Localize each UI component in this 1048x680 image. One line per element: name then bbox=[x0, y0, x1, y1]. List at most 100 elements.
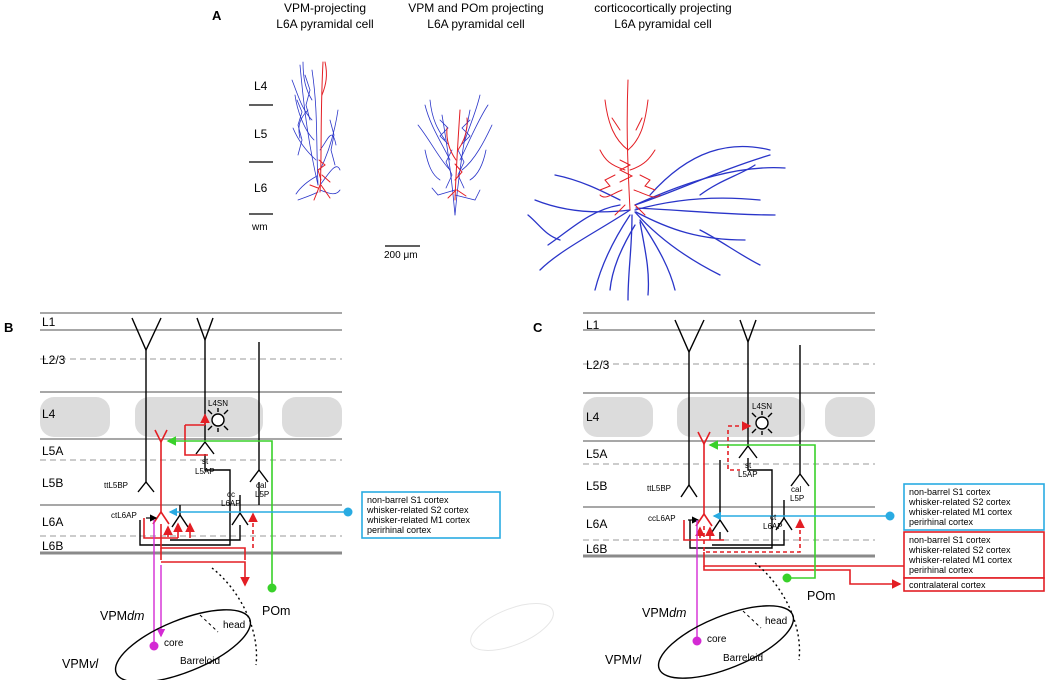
cortex-output-line: whisker-related S2 cortex bbox=[908, 545, 1011, 555]
barrel bbox=[135, 397, 263, 437]
barrel bbox=[583, 397, 653, 437]
ccl6ap-neuron bbox=[683, 421, 945, 589]
vpmvl-label: VPMvl bbox=[62, 657, 99, 671]
layer-label-l4: L4 bbox=[254, 79, 268, 93]
layer-label-l1: L1 bbox=[42, 315, 56, 329]
pom-label: POm bbox=[262, 604, 290, 618]
st-label: st bbox=[745, 461, 752, 470]
cortex-box-line: whisker-related S2 cortex bbox=[908, 497, 1011, 507]
l5ap-label: L5AP bbox=[738, 470, 758, 479]
cal-label: cal bbox=[791, 485, 801, 494]
contralateral-box bbox=[903, 577, 1045, 592]
panel-b-letter: B bbox=[4, 320, 13, 335]
layer-label-l6b: L6B bbox=[586, 542, 607, 556]
cell3-title-line2: L6A pyramidal cell bbox=[614, 17, 711, 31]
cortex-output-box bbox=[903, 531, 1045, 579]
layer-label-l6: L6 bbox=[254, 181, 268, 195]
barreloid-ellipse bbox=[657, 605, 795, 679]
vpm-core-dot bbox=[692, 636, 702, 646]
barrel bbox=[677, 397, 805, 437]
cc-label: cc bbox=[227, 490, 235, 499]
scale-bar-label: 200 μm bbox=[384, 250, 418, 261]
l4sn-neuron bbox=[751, 411, 773, 435]
cortex-output-line: non-barrel S1 cortex bbox=[909, 535, 991, 545]
ctl6ap-neuron bbox=[143, 413, 258, 587]
pom-dot bbox=[782, 573, 792, 583]
cell2-title-line1: VPM and POm projecting bbox=[408, 1, 543, 15]
layer-label-l5a: L5A bbox=[586, 447, 607, 461]
layer-label-l23: L2/3 bbox=[42, 353, 66, 367]
l4sn-neuron bbox=[207, 408, 229, 432]
barreloid-label: Barreloid bbox=[180, 656, 220, 667]
layer-label-l1: L1 bbox=[586, 318, 600, 332]
layer-label-l5b: L5B bbox=[42, 476, 63, 490]
cortex-box-line: whisker-related S2 cortex bbox=[366, 505, 469, 515]
cortex-box-line: whisker-related M1 cortex bbox=[908, 507, 1013, 517]
cortex-box-line: perirhinal cortex bbox=[909, 517, 974, 527]
panel-a-letter: A bbox=[212, 8, 222, 23]
layer-label-l6a: L6A bbox=[42, 515, 63, 529]
barreloid-divider bbox=[742, 610, 762, 629]
vpm-projection bbox=[153, 520, 166, 646]
contralateral-label: contralateral cortex bbox=[909, 580, 986, 590]
barreloid-label: Barreloid bbox=[723, 653, 763, 664]
barreloid-ellipse bbox=[114, 609, 252, 680]
layer-label-l5a: L5A bbox=[42, 444, 63, 458]
faint-ellipse bbox=[470, 603, 554, 651]
head-label: head bbox=[223, 620, 245, 631]
cortex-box-line: perirhinal cortex bbox=[367, 525, 432, 535]
layer-label-l4: L4 bbox=[586, 410, 600, 424]
vpmdm-label: VPMdm bbox=[642, 606, 686, 620]
l6ap-label: L6AP bbox=[221, 499, 241, 508]
cortex-box-line: whisker-related M1 cortex bbox=[366, 515, 471, 525]
ct-label: ct bbox=[770, 513, 777, 522]
vpmdm-label: VPMdm bbox=[100, 609, 144, 623]
l5p-label: L5P bbox=[790, 494, 804, 503]
pom-projection bbox=[166, 436, 273, 588]
st-label: st bbox=[202, 457, 209, 466]
neuron-vpm-projecting bbox=[291, 61, 341, 201]
cortex-box-line: non-barrel S1 cortex bbox=[909, 487, 991, 497]
cortex-output-line: whisker-related M1 cortex bbox=[908, 555, 1013, 565]
neuron-vpm-pom-projecting bbox=[417, 94, 493, 216]
ttl5bp-label: ttL5BP bbox=[647, 484, 671, 493]
panel-a: A VPM-projecting L6A pyramidal cell VPM … bbox=[212, 1, 786, 301]
cortical-input-dot bbox=[885, 511, 895, 521]
core-label: core bbox=[164, 638, 184, 649]
core-label: core bbox=[707, 634, 727, 645]
layer-label-wm: wm bbox=[251, 222, 268, 233]
cell1-title-line1: VPM-projecting bbox=[284, 1, 366, 15]
ttl5bp-label: ttL5BP bbox=[104, 481, 128, 490]
cortex-box bbox=[361, 491, 501, 539]
vpm-core-dot bbox=[149, 641, 159, 651]
l6ap-label: L6AP bbox=[763, 522, 783, 531]
ctl6ap-label: ctL6AP bbox=[111, 511, 137, 520]
head-label: head bbox=[765, 616, 787, 627]
layer-label-l5b: L5B bbox=[586, 479, 607, 493]
layer-label-l4: L4 bbox=[42, 407, 56, 421]
pom-projection bbox=[708, 440, 816, 579]
barreloid-divider bbox=[199, 614, 219, 633]
ccl6ap-label: ccL6AP bbox=[648, 514, 676, 523]
panel-b: B L1 L2/3 L4 L5A L5B L6A L6B bbox=[4, 312, 554, 680]
pom-border bbox=[754, 562, 801, 661]
pom-label: POm bbox=[807, 589, 835, 603]
cell1-title-line2: L6A pyramidal cell bbox=[276, 17, 373, 31]
cortex-box bbox=[903, 483, 1045, 531]
neuron-corticocortical bbox=[527, 79, 786, 301]
barrel bbox=[282, 397, 342, 437]
pom-border bbox=[211, 567, 258, 666]
layer-label-l6a: L6A bbox=[586, 517, 607, 531]
layer-label-l23: L2/3 bbox=[586, 358, 610, 372]
cortex-output-line: perirhinal cortex bbox=[909, 565, 974, 575]
panel-c-letter: C bbox=[533, 320, 543, 335]
cell2-title-line2: L6A pyramidal cell bbox=[427, 17, 524, 31]
l5ap-label: L5AP bbox=[195, 467, 215, 476]
cortical-input-dot bbox=[343, 507, 353, 517]
vpmvl-label: VPMvl bbox=[605, 653, 642, 667]
layer-label-l5: L5 bbox=[254, 127, 268, 141]
l4sn-label: L4SN bbox=[208, 399, 228, 408]
panel-c: C L1 L2/3 L4 L5A L5B L6A L6B bbox=[533, 312, 1045, 679]
l4sn-label: L4SN bbox=[752, 402, 772, 411]
